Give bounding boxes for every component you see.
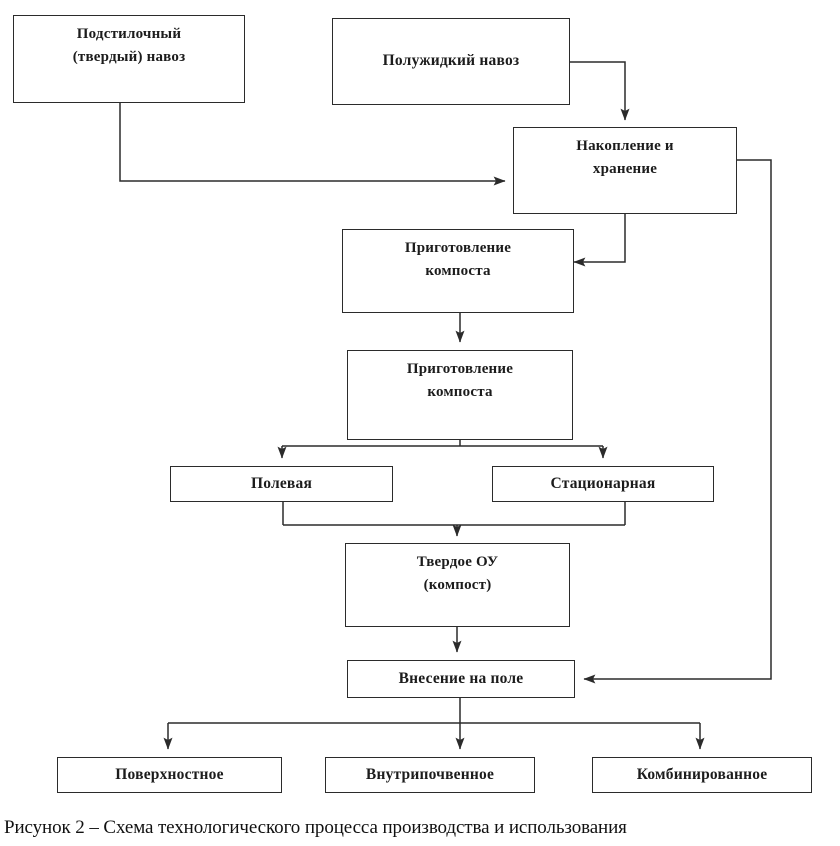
node-surface-label: Поверхностное xyxy=(115,765,224,783)
node-stationary-method[interactable]: Стационарная xyxy=(492,466,714,502)
node-field-method-label: Полевая xyxy=(250,474,313,492)
node-subsurface-label: Внутрипочвенное xyxy=(365,765,495,783)
node-subsurface[interactable]: Внутрипочвенное xyxy=(325,757,535,793)
node-solid-manure-line2: (твердый) навоз xyxy=(72,49,186,66)
node-accumulation-storage-line2: хранение xyxy=(592,161,658,178)
node-semi-liquid-manure-line1: Полужидкий навоз xyxy=(382,52,520,70)
node-compost-prep-1-line1: Приготовление xyxy=(404,240,512,256)
node-compost-prep-2-line2: компоста xyxy=(427,384,493,401)
node-solid-manure-line1: Подстилочный xyxy=(76,26,182,42)
node-field-method[interactable]: Полевая xyxy=(170,466,393,502)
node-stationary-method-label: Стационарная xyxy=(550,474,656,492)
node-field-application[interactable]: Внесение на поле xyxy=(347,660,575,698)
node-solid-ou-line1: Твердое ОУ xyxy=(416,554,499,570)
node-accumulation-storage-line1: Накопление и xyxy=(576,138,674,154)
node-combined[interactable]: Комбинированное xyxy=(592,757,812,793)
node-field-application-label: Внесение на поле xyxy=(398,669,524,687)
node-combined-label: Комбинированное xyxy=(636,765,768,783)
node-compost-prep-1-line2: компоста xyxy=(425,263,491,280)
node-solid-ou-line2: (компост) xyxy=(423,577,492,594)
edge-accumulation-to-compost-prep-1 xyxy=(573,214,626,267)
node-semi-liquid-manure[interactable]: Полужидкий навоз xyxy=(332,18,570,105)
node-accumulation-storage[interactable]: Накопление и хранение xyxy=(513,127,737,214)
node-solid-ou[interactable]: Твердое ОУ (компост) xyxy=(345,543,570,627)
node-compost-prep-1[interactable]: Приготовление компоста xyxy=(342,229,574,313)
node-compost-prep-2[interactable]: Приготовление компоста xyxy=(347,350,573,440)
node-surface[interactable]: Поверхностное xyxy=(57,757,282,793)
figure-caption: Рисунок 2 – Схема технологического проце… xyxy=(4,817,627,838)
node-solid-manure[interactable]: Подстилочный (твердый) навоз xyxy=(13,15,245,103)
edge-semi-liquid-manure-to-accumulation xyxy=(570,61,630,121)
edge-solid-manure-to-accumulation xyxy=(119,103,506,186)
node-compost-prep-2-line1: Приготовление xyxy=(406,361,514,377)
edge-accumulation-to-field-application xyxy=(583,159,772,684)
